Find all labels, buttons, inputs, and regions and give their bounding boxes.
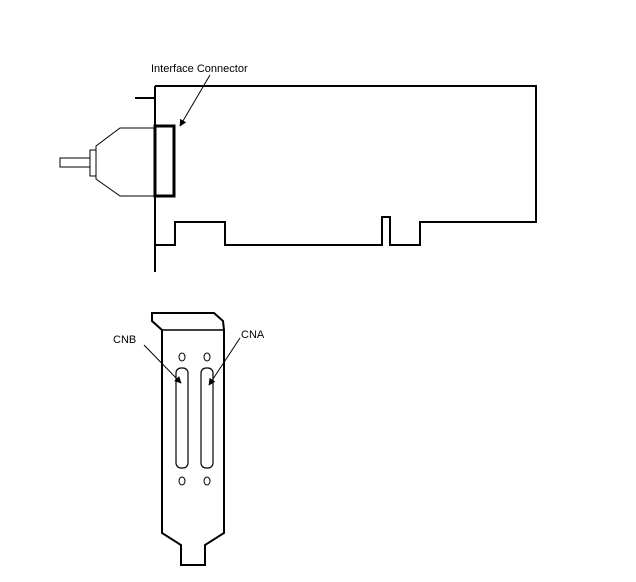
cnb-screw-hole-bottom bbox=[178, 476, 186, 486]
pci-card-side-view: Interface Connector bbox=[59, 63, 537, 272]
bracket-front-view: CNB CNA bbox=[113, 312, 265, 566]
interface-connector-label: Interface Connector bbox=[151, 63, 248, 75]
cna-screw-hole-top bbox=[203, 352, 211, 362]
cna-screw-hole-bottom bbox=[203, 476, 211, 486]
cable-plug-collar bbox=[89, 149, 96, 177]
cable bbox=[59, 157, 91, 168]
cnb-connector bbox=[175, 367, 189, 469]
cna-leader bbox=[208, 337, 241, 386]
interface-connector bbox=[153, 124, 176, 198]
card-board-outline bbox=[155, 85, 537, 246]
interface-connector-leader bbox=[179, 74, 211, 127]
cna-connector bbox=[200, 367, 214, 469]
card-bracket bbox=[135, 86, 156, 272]
cable-plug bbox=[95, 127, 155, 197]
cna-label: CNA bbox=[241, 329, 265, 341]
cnb-label: CNB bbox=[113, 334, 136, 346]
cnb-screw-hole-top bbox=[178, 352, 186, 362]
cnb-leader bbox=[143, 344, 182, 384]
